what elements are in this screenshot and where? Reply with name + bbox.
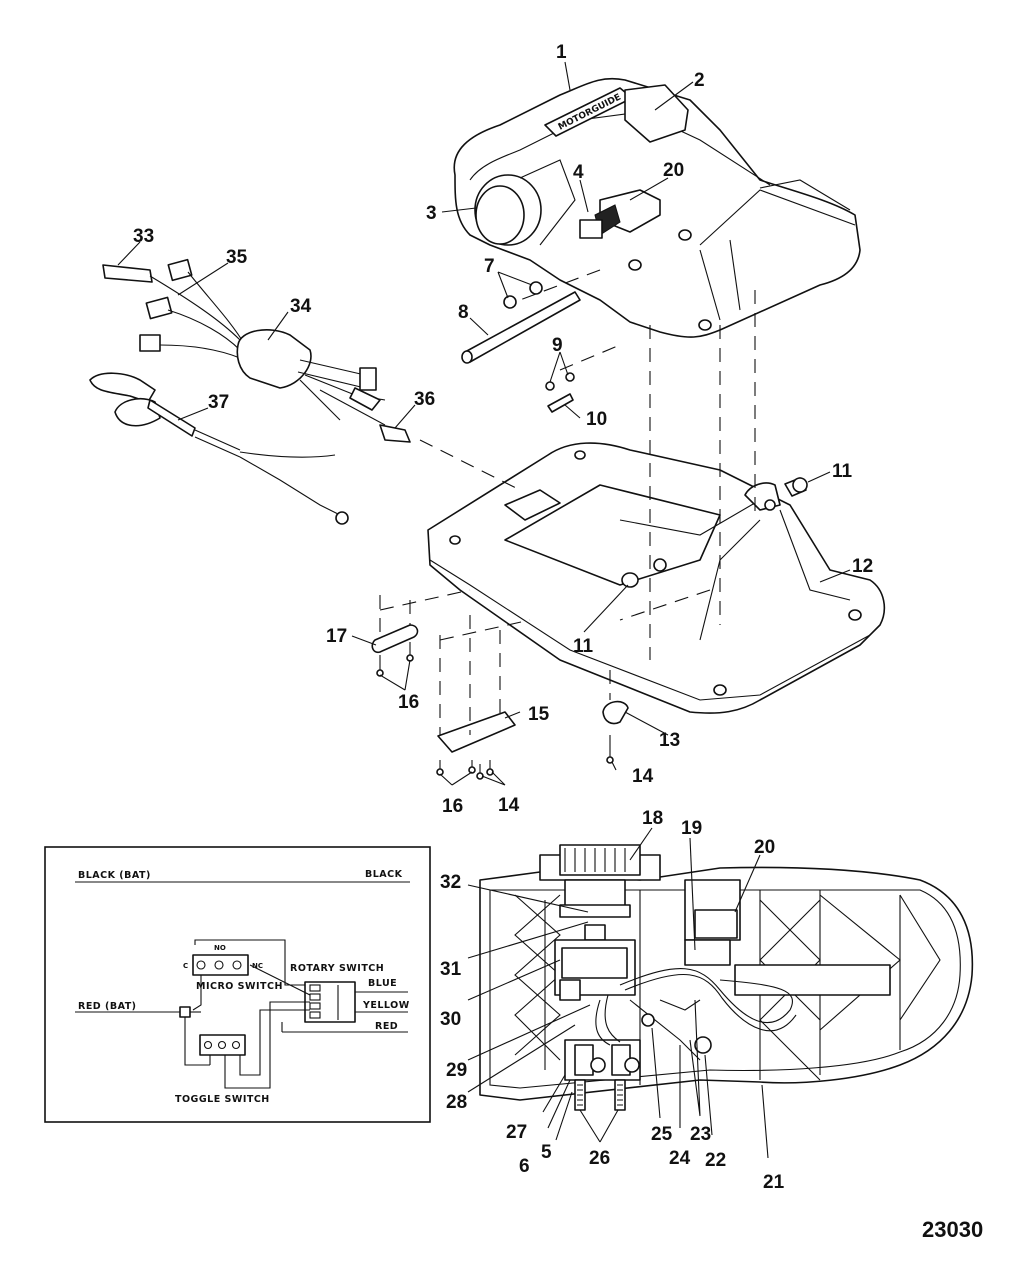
label-no: NO	[214, 944, 226, 952]
label-red: RED	[375, 1021, 398, 1032]
callout-26: 26	[589, 1148, 610, 1169]
callout-22: 22	[705, 1150, 726, 1171]
callout-35: 35	[226, 247, 248, 268]
alignment-lines	[379, 269, 756, 735]
callout-17: 17	[326, 626, 347, 647]
callout-18: 18	[642, 808, 663, 829]
small-parts	[371, 624, 629, 780]
callout-2: 2	[694, 70, 705, 91]
callout-11-right: 11	[832, 461, 853, 482]
callout-6: 6	[519, 1156, 530, 1177]
callout-20-bottom: 20	[754, 837, 775, 858]
label-red-bat: RED (BAT)	[78, 1001, 137, 1012]
wiring-schematic: BLACK (BAT) BLACK NO C NC ROTARY SWITCH …	[44, 846, 431, 1123]
callout-28: 28	[446, 1092, 467, 1113]
callout-7: 7	[484, 256, 495, 277]
callout-8: 8	[458, 302, 469, 323]
leader-lines	[117, 61, 851, 1159]
callout-33: 33	[133, 226, 154, 247]
callout-24: 24	[669, 1148, 691, 1169]
callout-10: 10	[586, 409, 607, 430]
callout-34: 34	[290, 296, 312, 317]
bottom-view	[479, 844, 974, 1111]
callout-4: 4	[573, 162, 584, 183]
callout-14-bottom: 14	[498, 795, 520, 816]
callout-27: 27	[506, 1122, 527, 1143]
callout-3: 3	[426, 203, 437, 224]
label-toggle-switch: TOGGLE SWITCH	[175, 1094, 270, 1105]
schematic-frame	[44, 846, 431, 1123]
label-c: C	[183, 962, 188, 970]
callout-23: 23	[690, 1124, 711, 1145]
callout-37: 37	[208, 392, 229, 413]
label-black: BLACK	[365, 869, 403, 880]
label-nc: NC	[252, 962, 263, 970]
base-plate	[427, 442, 886, 714]
pin-and-clips	[461, 281, 581, 413]
callout-29: 29	[446, 1060, 467, 1081]
callout-numbers: 1 2 3 4 20 33 35 34 7 8 9 10 37 36 11 12…	[133, 42, 873, 1193]
wire-harness	[89, 258, 411, 525]
figure-number: 23030	[922, 1217, 983, 1242]
callout-19: 19	[681, 818, 702, 839]
label-rotary-switch: ROTARY SWITCH	[290, 963, 384, 974]
label-yellow: YELLOW	[362, 1000, 410, 1011]
label-micro-switch: MICRO SWITCH	[196, 981, 283, 992]
callout-30: 30	[440, 1009, 461, 1030]
callout-21: 21	[763, 1172, 785, 1193]
callout-1: 1	[556, 42, 567, 63]
label-black-bat: BLACK (BAT)	[78, 870, 151, 881]
callout-9: 9	[552, 335, 563, 356]
callout-13: 13	[659, 730, 680, 751]
callout-16-bottom: 16	[442, 796, 463, 817]
callout-15: 15	[528, 704, 550, 725]
callout-5: 5	[541, 1142, 552, 1163]
callout-14-right: 14	[632, 766, 654, 787]
callout-36: 36	[414, 389, 435, 410]
callout-11-center: 11	[573, 636, 594, 657]
callout-20-top: 20	[663, 160, 684, 181]
label-blue: BLUE	[368, 978, 397, 989]
callout-25: 25	[651, 1124, 673, 1145]
callout-16-left: 16	[398, 692, 419, 713]
callout-12: 12	[852, 556, 873, 577]
top-cover: MOTORGUIDE	[453, 77, 861, 338]
callout-31: 31	[440, 959, 462, 980]
callout-32: 32	[440, 872, 461, 893]
